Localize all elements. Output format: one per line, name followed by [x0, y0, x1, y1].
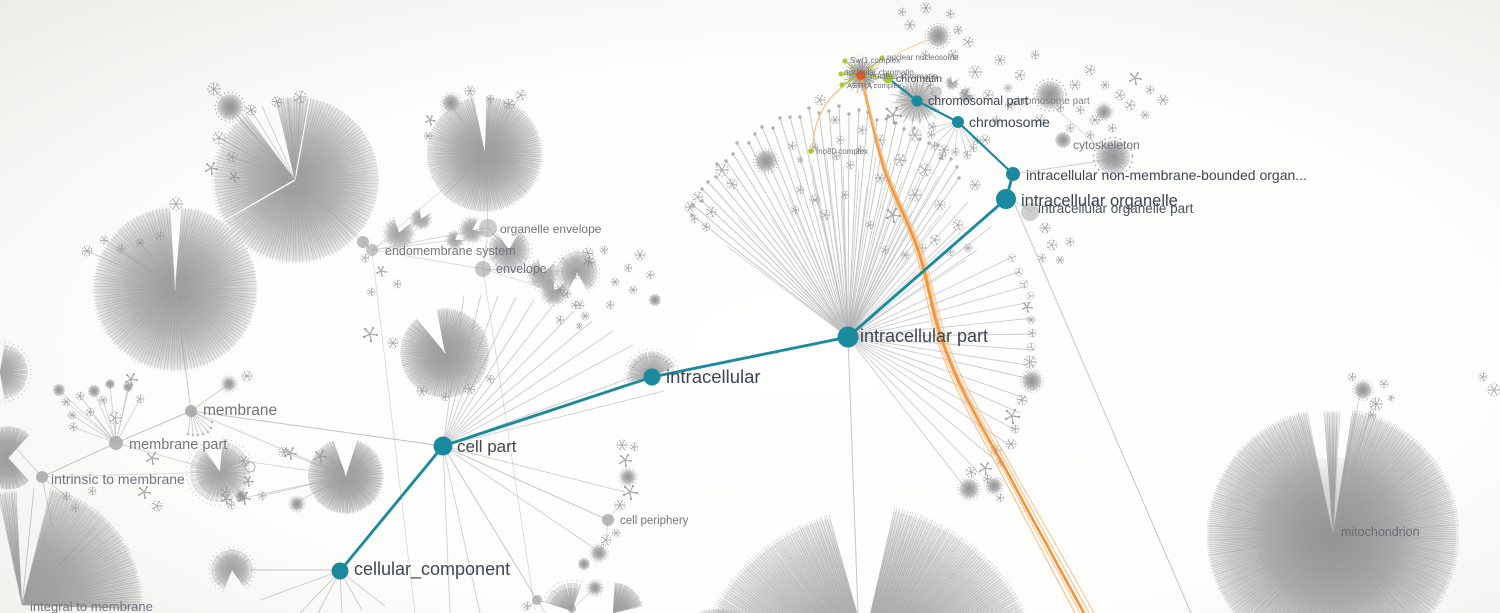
svg-text:nuclear nucleosome: nuclear nucleosome	[887, 53, 959, 62]
svg-text:cell periphery: cell periphery	[620, 515, 689, 527]
svg-text:intrinsic to membrane: intrinsic to membrane	[51, 471, 185, 487]
svg-text:endomembrane system: endomembrane system	[385, 244, 516, 258]
svg-text:nuclear chromatin: nuclear chromatin	[870, 71, 938, 81]
svg-text:Swr1 complex: Swr1 complex	[850, 56, 900, 65]
svg-text:cellular_component: cellular_component	[354, 559, 510, 580]
svg-text:Ino80 complex: Ino80 complex	[816, 147, 868, 156]
svg-text:chromosomal part: chromosomal part	[928, 94, 1029, 108]
svg-text:intracellular organelle part: intracellular organelle part	[1038, 201, 1194, 216]
svg-text:mitochondrion: mitochondrion	[1341, 525, 1420, 539]
svg-text:integral to membrane: integral to membrane	[30, 599, 153, 613]
svg-text:intracellular organelle: intracellular organelle	[1021, 192, 1178, 210]
svg-text:cell part: cell part	[457, 437, 517, 456]
svg-text:intracellular part: intracellular part	[860, 326, 988, 346]
svg-text:ASTRA complex: ASTRA complex	[847, 81, 902, 90]
svg-text:intracellular non-membrane-bou: intracellular non-membrane-bounded organ…	[1026, 167, 1307, 183]
svg-text:membrane part: membrane part	[129, 437, 227, 453]
svg-text:membrane: membrane	[203, 402, 277, 419]
svg-text:chromatin: chromatin	[896, 73, 942, 85]
svg-text:chromosome: chromosome	[969, 114, 1050, 130]
svg-text:cytoskeleton: cytoskeleton	[1073, 138, 1140, 152]
svg-text:intracellular: intracellular	[666, 366, 761, 387]
svg-text:nucleolar chromatin: nucleolar chromatin	[844, 68, 914, 77]
svg-text:organelle envelope: organelle envelope	[500, 222, 602, 236]
svg-text:chromosome part: chromosome part	[1012, 96, 1090, 107]
svg-text:envelope: envelope	[496, 262, 547, 276]
